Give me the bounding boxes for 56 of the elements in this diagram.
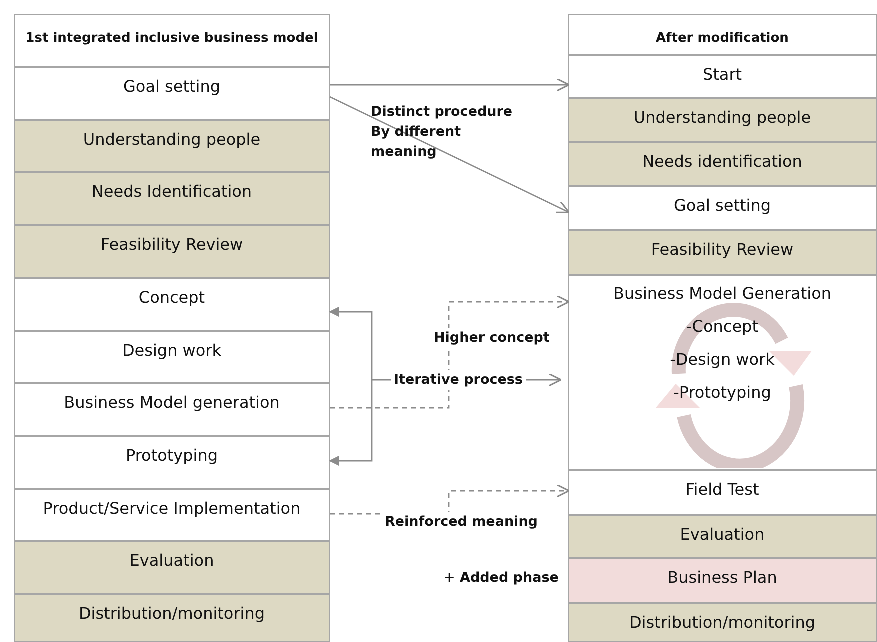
step-label: Evaluation — [128, 551, 216, 571]
step-label: Understanding people — [632, 108, 812, 128]
step-label: Distribution/monitoring — [78, 604, 266, 624]
step-label: Business Plan — [666, 568, 778, 588]
step-label: Business Model generation — [63, 393, 281, 413]
step-box — [568, 275, 877, 470]
arrow — [330, 78, 570, 92]
header-box — [568, 14, 877, 55]
arrow — [330, 96, 570, 214]
step-box — [14, 278, 330, 331]
step-box — [14, 383, 330, 436]
header-text: After modification — [655, 30, 790, 48]
step-box — [14, 331, 330, 383]
step-box — [14, 172, 330, 225]
step-label: Understanding people — [82, 130, 262, 150]
step-box — [568, 515, 877, 558]
step-box — [568, 186, 877, 230]
step-label: -Concept — [686, 317, 760, 337]
step-label: Prototyping — [124, 446, 220, 466]
arrow — [330, 295, 570, 409]
step-label: -Prototyping — [672, 383, 772, 403]
step-box — [568, 603, 877, 642]
step-box — [568, 230, 877, 275]
step-box — [14, 120, 330, 172]
step-box — [14, 594, 330, 642]
step-label: Feasibility Review — [650, 240, 795, 260]
step-label: Distribution/monitoring — [628, 613, 817, 633]
note-text: + Added phase — [444, 570, 559, 586]
step-label: -Design work — [669, 350, 776, 370]
step-label: Product/Service Implementation — [42, 499, 302, 519]
step-label: Evaluation — [679, 525, 766, 545]
edge-label: Distinct procedure By different meaning — [370, 103, 514, 162]
step-label: Goal setting — [122, 77, 222, 97]
step-label: Feasibility Review — [100, 235, 244, 255]
step-box — [568, 470, 877, 515]
step-label: Concept — [138, 288, 206, 308]
step-box — [14, 541, 330, 594]
step-box — [568, 55, 877, 98]
step-label: Needs Identification — [90, 182, 254, 202]
step-box — [568, 142, 877, 186]
edge-label: Iterative process — [391, 370, 526, 390]
step-label: Goal setting — [673, 196, 772, 216]
step-label: Design work — [121, 341, 223, 361]
added-step-box — [568, 558, 877, 603]
step-box — [14, 225, 330, 278]
step-box — [14, 489, 330, 541]
step-label: Business Model Generation — [612, 284, 833, 304]
header-box — [14, 14, 330, 67]
step-label: Start — [702, 65, 744, 85]
step-label: Field Test — [684, 480, 760, 500]
header-text: 1st integrated inclusive business model — [24, 30, 320, 48]
step-box — [14, 436, 330, 489]
step-label: Needs identification — [642, 152, 804, 172]
arrow — [329, 307, 373, 466]
step-box — [568, 98, 877, 142]
step-box — [14, 67, 330, 120]
